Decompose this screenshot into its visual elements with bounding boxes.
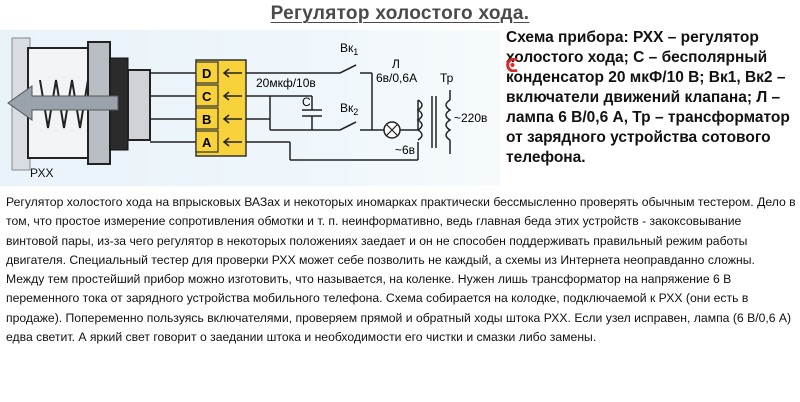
capacitor-label: С [302,95,311,109]
article-body: Регулятор холостого хода на впрысковых В… [6,193,796,347]
body-paragraph: Регулятор холостого хода на впрысковых В… [6,195,796,345]
red-pointer-icon [506,58,518,72]
wiring [246,64,419,161]
secondary-voltage: ~6в [395,143,415,157]
primary-voltage: ~220в [454,111,487,125]
capacitor-value: 20мкф/10в [256,76,316,90]
pin-a [195,130,219,153]
switch2-label: Вк2 [340,101,358,117]
pin-d-label: D [202,66,211,81]
switch-2 [339,121,357,131]
pin-arrows [222,68,242,147]
valve-connector [127,69,151,141]
pin-c [195,84,219,107]
pin-b [195,107,219,130]
caption-text: Схема прибора: РХХ – регулятор холостого… [506,29,790,166]
lamp-label: Л [392,57,400,71]
pin-d [195,61,219,84]
lamp [383,121,401,139]
article-title: Регулятор холостого хода. [270,3,530,24]
pin-b-label: B [202,112,211,127]
pin-a-label: A [202,135,212,150]
device-label: РХХ [30,166,53,180]
transformer [416,90,452,154]
pin-block: D C B A [195,59,247,157]
switch1-label: Вк1 [340,41,358,57]
pin-c-label: C [202,89,212,104]
circuit-diagram: РХХ D C B A [7,37,487,180]
plunger-arrow [7,85,119,121]
transformer-label: Тр [440,71,454,85]
diagram-caption: Схема прибора: РХХ – регулятор холостого… [506,28,796,168]
valve-spring [39,79,89,129]
switch-1 [339,64,357,74]
lamp-value: 6в/0,6А [376,71,417,85]
